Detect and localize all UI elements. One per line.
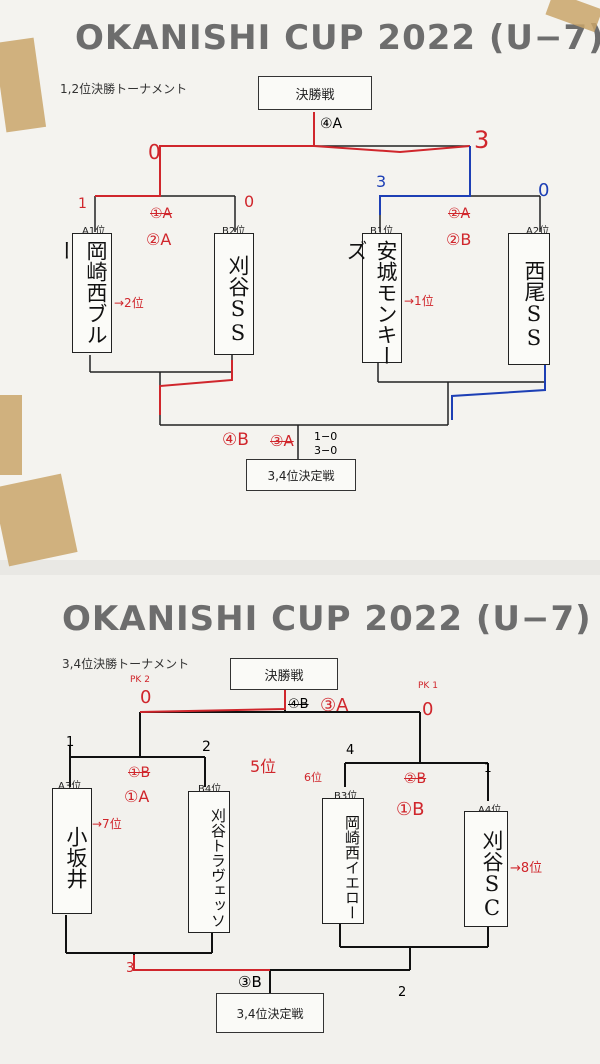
sheet2-title: OKANISHI CUP 2022 (U−7)	[62, 599, 592, 639]
placement-anjo: →1位	[404, 294, 434, 308]
final-label: 決勝戦	[295, 87, 335, 103]
team1-seed: A1位	[82, 226, 106, 237]
sheet2-bracket-lines	[65, 689, 489, 993]
third-score-right: 2	[398, 985, 407, 1000]
team-card: 岡崎西ブルー	[54, 233, 112, 353]
final-score-left: 0	[140, 687, 152, 708]
bracket-sheet-bottom: OKANISHI CUP 2022 (U−7) 3,4位決勝トーナメント	[0, 575, 600, 1064]
third-score-1: 1−0	[314, 430, 338, 443]
team-name: 西尾SS	[522, 260, 546, 350]
final-box: 決勝戦	[230, 658, 338, 690]
team-card: 刈谷SS	[214, 233, 254, 355]
team-name: 刈谷SS	[226, 255, 250, 345]
semi-left-match-new: ①A	[124, 787, 150, 806]
final-score-right: 3	[474, 126, 490, 154]
team-card: 岡崎西イエロー	[322, 798, 364, 924]
final-box: 決勝戦	[258, 76, 372, 110]
semi-left-score-right: 2	[202, 739, 211, 755]
team6-seed: B4位	[198, 784, 222, 795]
semi-left-score-left: 1	[66, 735, 75, 750]
team-card: 西尾SS	[508, 233, 550, 365]
semi-left-match-new: ②A	[146, 230, 172, 249]
team7-seed: B3位	[334, 791, 358, 802]
semi-right-match-new: ②B	[446, 230, 472, 249]
team8-seed: A4位	[478, 801, 501, 816]
team-card: 刈谷トラヴェッソ	[188, 791, 230, 933]
team-name: 岡崎西ブルー	[54, 240, 108, 345]
team2-seed: B2位	[222, 226, 246, 237]
sheet1-bracket-lines	[89, 112, 546, 460]
pk-right: PK 1	[418, 681, 438, 691]
third-match-number: ③B	[238, 973, 262, 991]
placement-kosakai: →7位	[92, 817, 122, 831]
semi-right-match-new: ①B	[396, 799, 425, 820]
placement-yellow: 6位	[304, 771, 322, 784]
sheet1-subtitle: 1,2位決勝トーナメント	[60, 82, 188, 96]
team-name: 安城モンキーズ	[344, 240, 398, 366]
third-score-2: 3−0	[314, 444, 338, 457]
third-place-box: 3,4位決定戦	[216, 993, 324, 1033]
masking-tape	[0, 395, 22, 475]
final-match-old: ④B	[288, 697, 309, 712]
pk-left: PK 2	[130, 675, 150, 685]
team-card: 小坂井	[52, 788, 92, 914]
bracket-sheet-top: OKANISHI CUP 2022 (U−7) 1,2位決勝トーナメント	[0, 0, 600, 567]
third-place-label: 3,4位決定戦	[267, 468, 335, 483]
final-match-new: ③A	[320, 695, 349, 716]
third-match-old: ③A	[270, 432, 294, 450]
third-place-label: 3,4位決定戦	[236, 1006, 304, 1021]
third-score-left: 3	[126, 961, 135, 976]
semi-left-score-left: 1	[78, 196, 87, 212]
final-score-left: 0	[148, 140, 161, 164]
third-match-new: ④B	[222, 430, 249, 450]
semi-right-score-right: 1	[484, 761, 492, 775]
team5-seed: A3位	[58, 781, 82, 792]
team-name: 岡崎西イエロー	[343, 814, 361, 920]
team-name: 小坂井	[64, 825, 88, 889]
team-name: 刈谷SC	[480, 830, 504, 920]
placement-kariyasc: →8位	[510, 861, 543, 876]
placement-travesso: 5位	[250, 757, 277, 776]
placement-okazaki: →2位	[114, 296, 144, 310]
team-name: 刈谷トラヴェッソ	[209, 808, 227, 928]
semi-left-score-right: 0	[244, 192, 255, 211]
semi-left-match-old: ①B	[128, 765, 151, 781]
final-label: 決勝戦	[264, 668, 304, 684]
sheet2-subtitle: 3,4位決勝トーナメント	[62, 657, 190, 671]
third-place-box: 3,4位決定戦	[246, 459, 356, 491]
final-score-right: 0	[422, 699, 434, 720]
team-card: 刈谷SC	[464, 811, 508, 927]
semi-right-match-old: ②A	[448, 206, 471, 222]
team4-seed: A2位	[526, 226, 550, 237]
semi-right-score-left: 4	[346, 743, 355, 758]
semi-right-match-old: ②B	[404, 771, 427, 787]
semi-right-score-left: 3	[376, 172, 387, 191]
semi-right-score-right: 0	[538, 180, 550, 201]
final-match-number: ④A	[320, 116, 343, 132]
team-card: 安城モンキーズ	[344, 233, 402, 366]
semi-left-match-old: ①A	[150, 206, 173, 222]
sheet1-title: OKANISHI CUP 2022 (U−7)	[75, 18, 600, 58]
team3-seed: B1位	[370, 226, 394, 237]
